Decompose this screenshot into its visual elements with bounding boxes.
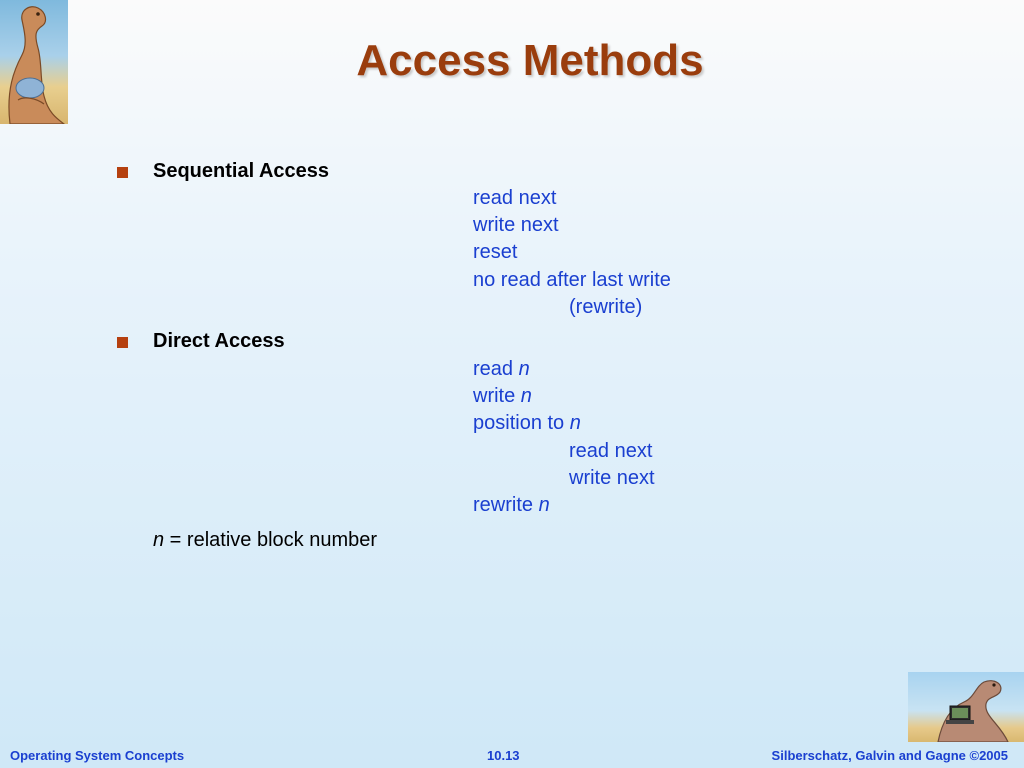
direct-op-position-to-n: position to n: [473, 412, 581, 435]
sequential-op-reset: reset: [473, 241, 518, 263]
op-text: read: [473, 358, 519, 380]
direct-op-rewrite-n: rewrite n: [473, 494, 550, 517]
sequential-op-no-read-after-last-write: no read after last write: [473, 269, 671, 291]
op-text: write: [473, 385, 521, 407]
footer-right: Silberschatz, Galvin and Gagne ©2005: [771, 748, 1008, 763]
dinosaur-logo-bottom: [908, 672, 1024, 742]
op-var: n: [538, 494, 550, 516]
definition-note: n = relative block number: [153, 529, 377, 552]
direct-op-read-n: read n: [473, 358, 530, 381]
footer-left: Operating System Concepts: [10, 748, 185, 763]
note-text: = relative block number: [164, 529, 378, 551]
direct-op-write-n: write n: [473, 385, 532, 408]
footer-page-number: 10.13: [487, 748, 520, 763]
slide-title: Access Methods: [356, 36, 704, 85]
bullet-icon: [117, 167, 128, 178]
op-var: n: [569, 412, 581, 434]
op-text: rewrite: [473, 494, 539, 516]
direct-op-read-next: read next: [569, 440, 653, 462]
sequential-op-write-next: write next: [473, 214, 559, 236]
op-text: position to: [473, 412, 570, 434]
op-var: n: [518, 358, 530, 380]
section-heading-direct: Direct Access: [153, 330, 285, 352]
sequential-op-rewrite: (rewrite): [569, 296, 643, 318]
section-heading-sequential: Sequential Access: [153, 160, 330, 182]
bullet-icon: [117, 337, 128, 348]
dinosaur-logo-top: [0, 0, 68, 124]
sequential-op-read-next: read next: [473, 187, 557, 209]
direct-op-write-next: write next: [569, 467, 655, 489]
op-var: n: [520, 385, 532, 407]
note-var: n: [153, 529, 165, 551]
